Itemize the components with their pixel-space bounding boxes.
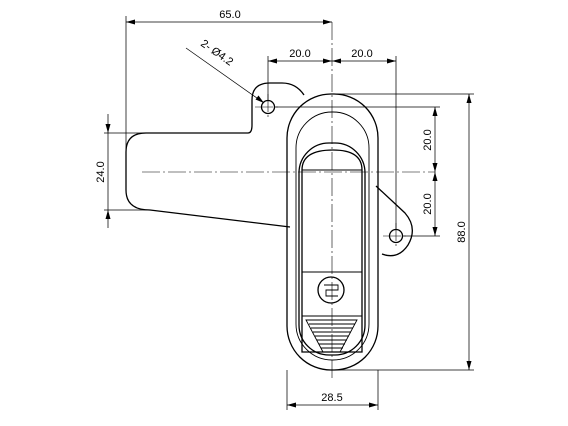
label-hole-vertical-upper: 20.0 [422,129,434,150]
label-hole-spacing-left: 20.0 [289,48,310,60]
label-hole-spacing-right: 20.0 [351,48,372,60]
label-hole-vertical-lower: 20.0 [422,193,434,214]
label-overall-width: 65.0 [219,9,240,21]
label-hole-callout: 2- Ø4.2 [198,38,235,69]
key-slot [324,284,339,297]
mounting-plate [125,82,413,257]
key-cylinder [317,276,345,304]
inner-escutcheon [295,111,370,361]
dimension-lines [105,19,472,408]
label-body-width: 28.5 [321,392,342,404]
dimension-labels: 65.0 20.0 20.0 2- Ø4.2 24.0 20.0 20.0 88… [95,9,468,404]
center-lines [142,22,435,380]
label-overall-height: 88.0 [456,221,468,242]
grip-ribs [305,319,358,353]
label-handle-height: 24.0 [95,161,107,182]
extension-lines [104,16,474,410]
latch-outline [125,82,413,371]
hole-callout-leader [185,47,265,104]
